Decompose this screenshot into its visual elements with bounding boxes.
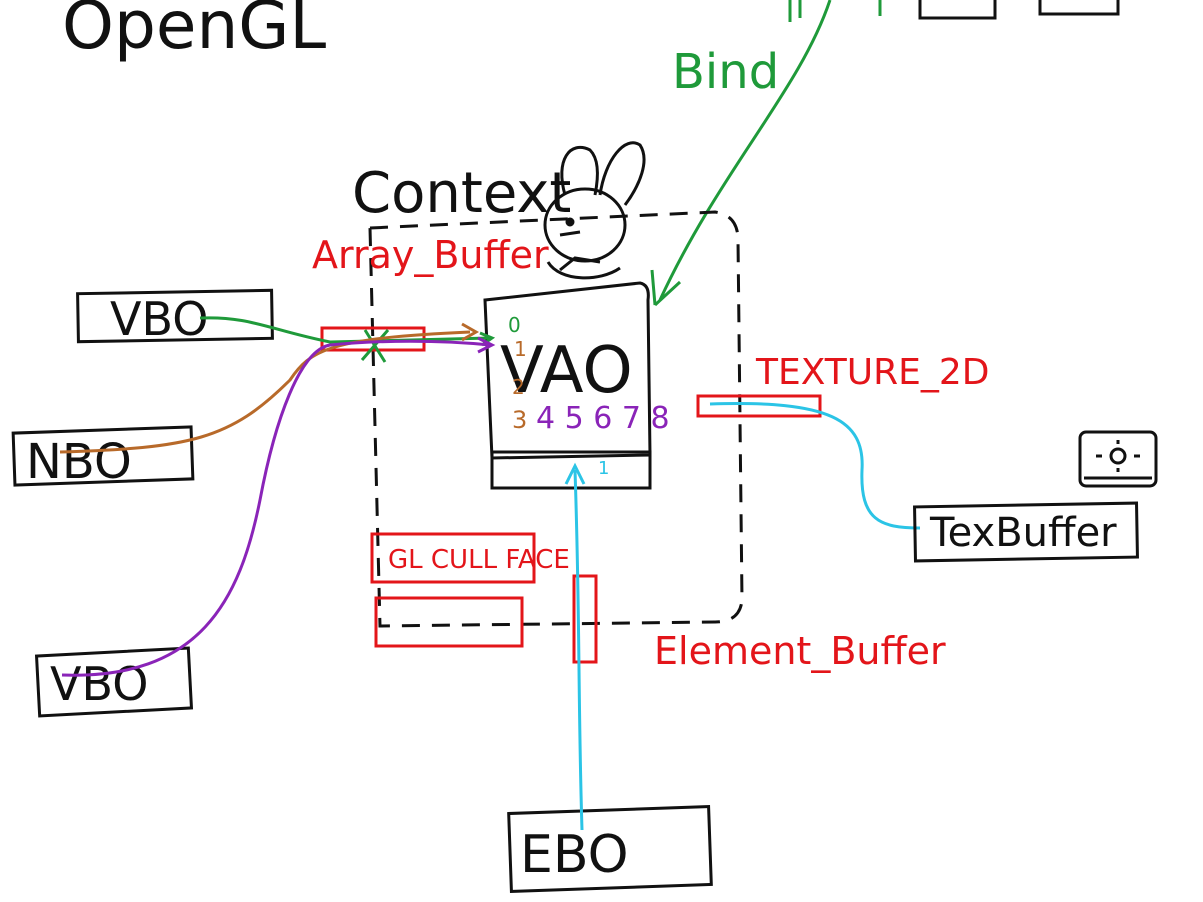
- texbuffer-link: [709, 402, 921, 530]
- vbo-bottom-link-head: [477, 336, 496, 354]
- vbo-top-link: [199, 316, 491, 344]
- nbo-link: [59, 330, 471, 454]
- texture-2d-label: TEXTURE_2D: [755, 352, 990, 393]
- nbo-link-head: [461, 322, 480, 342]
- diagram-title: OpenGL: [62, 0, 326, 64]
- vao-slot-3: 3: [512, 406, 527, 434]
- vbo-bottom-label: VBO: [50, 657, 148, 711]
- texbuffer-label: TexBuffer: [929, 510, 1117, 556]
- vao-slots-rest: 4 5 6 7 8: [536, 401, 670, 436]
- ebo-link-head: [564, 462, 586, 485]
- nbo-box: [11, 425, 195, 487]
- context-label: Context: [352, 161, 571, 226]
- bind-source-mark: [788, 0, 882, 22]
- vbo-bottom-box: [34, 646, 194, 718]
- element-buffer-label: Element_Buffer: [654, 629, 946, 673]
- ebo-label: EBO: [520, 825, 629, 885]
- vbo-bottom-link: [61, 339, 491, 677]
- nbo-label: NBO: [26, 434, 132, 490]
- vbo-top-box: [76, 288, 274, 344]
- offscreen-box-1: [918, 0, 997, 20]
- state-slot-empty: [374, 596, 524, 648]
- vao-ebo-mark: 1: [598, 458, 609, 479]
- vbo-top-label: VBO: [110, 292, 208, 346]
- bind-label: Bind: [672, 44, 779, 100]
- gl-cull-slot: [370, 532, 536, 584]
- array-buffer-cross: [360, 329, 390, 363]
- vao-slot-1: 1: [514, 337, 527, 361]
- vao-slot-2: 2: [512, 375, 525, 399]
- element-buffer-slot: [572, 574, 598, 664]
- vao-box: [483, 281, 652, 460]
- bunny-doodle: [543, 141, 646, 280]
- image-icon: [1078, 430, 1158, 488]
- array-buffer-label: Array_Buffer: [312, 233, 549, 277]
- vao-label: VAO: [500, 334, 633, 408]
- bind-arrow-head: [650, 269, 682, 307]
- vao-element-slot: [490, 450, 652, 490]
- vao-slot-0: 0: [508, 313, 521, 337]
- texbuffer-box: [913, 501, 1139, 563]
- offscreen-box-2: [1038, 0, 1120, 16]
- texture-2d-slot: [696, 394, 822, 418]
- gl-cull-label: GL CULL FACE: [388, 545, 570, 575]
- ebo-link: [573, 469, 584, 831]
- ebo-box: [507, 804, 713, 894]
- bind-arrow: [658, 0, 832, 301]
